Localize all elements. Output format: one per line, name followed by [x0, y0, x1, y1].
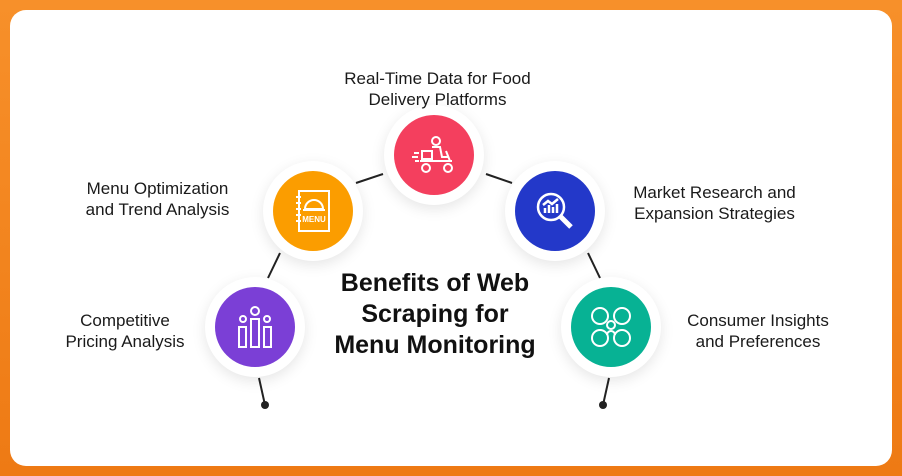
benefit-node-market	[505, 161, 605, 261]
end-dot	[599, 401, 607, 409]
svg-text:MENU: MENU	[302, 215, 326, 224]
end-dot	[261, 401, 269, 409]
benefit-node-menu: MENU	[263, 161, 363, 261]
magnifier-chart-icon	[515, 171, 595, 251]
delivery-scooter-icon	[394, 115, 474, 195]
infographic-card	[10, 10, 892, 466]
diagram-title: Benefits of Web Scraping for Menu Monito…	[334, 269, 536, 359]
menu-book-icon: MENU	[273, 171, 353, 251]
consumer-insights-icon	[571, 287, 651, 367]
benefit-node-consumer	[561, 277, 661, 377]
ranking-podium-icon	[215, 287, 295, 367]
benefit-node-pricing	[205, 277, 305, 377]
benefit-node-delivery	[384, 105, 484, 205]
